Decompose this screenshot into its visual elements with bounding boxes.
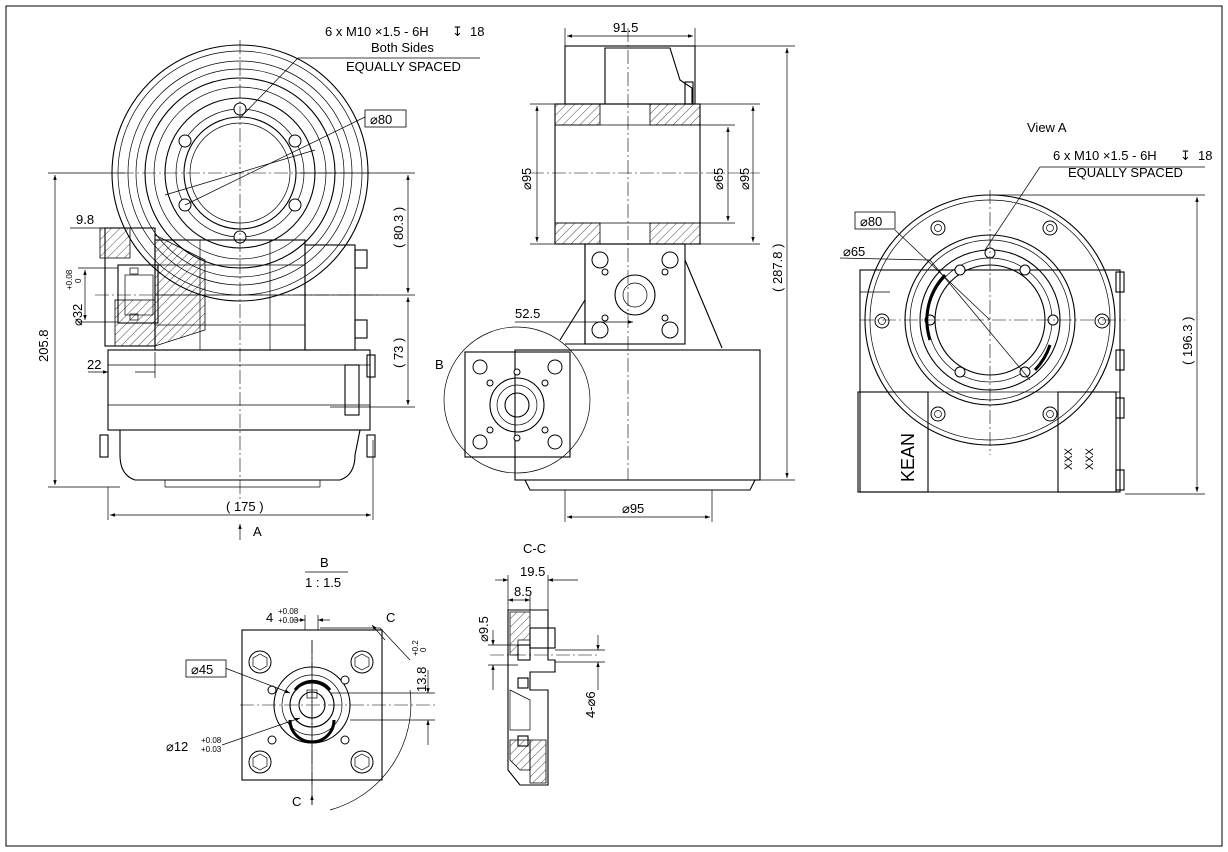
dim-4-tol-lower: +0.03 xyxy=(278,616,299,625)
dim-175-label: ( 175 ) xyxy=(226,499,264,514)
dim-8-5-label: 8.5 xyxy=(514,584,532,599)
dim-91-5-label: 91.5 xyxy=(613,20,638,35)
thread-callout-front-line2: Both Sides xyxy=(371,40,434,55)
part-mark-2: XXX xyxy=(1084,447,1096,470)
dim-287-8-label: ( 287.8 ) xyxy=(770,244,785,292)
view-a xyxy=(839,166,1205,495)
section-cc-title: C-C xyxy=(523,541,546,556)
dia-12-label: ⌀12 xyxy=(166,739,188,754)
view-a-title: View A xyxy=(1027,120,1067,135)
dim-13-8-label: 13.8 xyxy=(414,667,429,692)
dim-4-label: 4 xyxy=(266,610,273,625)
dia-95-right-label: ⌀95 xyxy=(737,168,752,190)
dia-45-label: ⌀45 xyxy=(191,662,213,677)
view-a-dia-80-label: ⌀80 xyxy=(860,214,882,229)
detail-b-marker: B xyxy=(435,357,444,372)
thread-callout-view-a-line1: 6 x M10 ×1.5 - 6H xyxy=(1053,148,1157,163)
part-mark-1: XXX xyxy=(1063,447,1075,470)
side-view-labels: 91.5 ⌀95 ⌀65 ⌀95 ( 287.8 ) 52.5 ⌀95 B xyxy=(435,20,785,516)
view-a-labels: View A 6 x M10 ×1.5 - 6H ↧ 18 EQUALLY SP… xyxy=(843,120,1212,482)
thread-callout-view-a-line2: EQUALLY SPACED xyxy=(1068,165,1183,180)
dim-9-8-label: 9.8 xyxy=(76,212,94,227)
front-view xyxy=(48,40,480,540)
dim-22-label: 22 xyxy=(87,357,101,372)
side-view xyxy=(443,28,795,522)
section-cc xyxy=(488,575,605,786)
view-a-dia-65-label: ⌀65 xyxy=(843,244,865,259)
detail-b-title: B xyxy=(320,555,329,570)
dim-4-tol-upper: +0.08 xyxy=(278,607,299,616)
sheet-border xyxy=(5,5,1223,847)
thread-callout-front-depth: 18 xyxy=(470,24,484,39)
section-mark-c-bottom: C xyxy=(292,794,301,809)
thread-callout-front-line1: 6 x M10 ×1.5 - 6H xyxy=(325,24,429,39)
dia-32-label: ⌀32 xyxy=(70,304,85,326)
dim-52-5-label: 52.5 xyxy=(515,306,540,321)
dia-65-label: ⌀65 xyxy=(711,168,726,190)
view-arrow-a-label: A xyxy=(253,524,262,539)
dim-196-3-label: ( 196.3 ) xyxy=(1180,317,1195,365)
dia-32-tol-lower: 0 xyxy=(74,278,83,283)
front-dia-80-label: ⌀80 xyxy=(370,112,392,127)
view-a-outer-bolts xyxy=(874,220,1110,422)
dia-32-tol-upper: +0.08 xyxy=(65,269,74,290)
dia-12-tol-upper: +0.08 xyxy=(201,736,222,745)
depth-symbol-view-a: ↧ xyxy=(1180,148,1191,163)
thread-callout-view-a-depth: 18 xyxy=(1198,148,1212,163)
front-view-labels: 6 x M10 ×1.5 - 6H ↧ 18 Both Sides EQUALL… xyxy=(36,24,484,539)
dia-95-bottom-label: ⌀95 xyxy=(622,501,644,516)
dia-95-left-label: ⌀95 xyxy=(519,168,534,190)
dim-19-5-label: 19.5 xyxy=(520,564,545,579)
section-cc-labels: C-C 19.5 8.5 ⌀9.5 4-⌀6 xyxy=(476,541,598,718)
detail-b-scale: 1 : 1.5 xyxy=(305,575,341,590)
view-a-inner-bolts xyxy=(924,247,1059,378)
section-mark-c-top: C xyxy=(386,610,395,625)
holes-4-dia-6-label: 4-⌀6 xyxy=(583,691,598,718)
kean-brand-mark: KEAN xyxy=(898,433,918,482)
detail-b xyxy=(221,571,435,811)
dim-13-8-tol-upper: +0.2 xyxy=(411,640,420,656)
dia-9-5-label: ⌀9.5 xyxy=(476,616,491,642)
dim-13-8-tol-lower: 0 xyxy=(419,647,428,652)
dim-73-label: ( 73 ) xyxy=(391,338,406,368)
dim-80-3-label: ( 80.3 ) xyxy=(391,207,406,248)
detail-b-labels: B 1 : 1.5 4 +0.08 +0.03 C C ⌀45 13.8 +0.… xyxy=(166,555,429,809)
thread-callout-front-line3: EQUALLY SPACED xyxy=(346,59,461,74)
depth-symbol-front: ↧ xyxy=(452,24,463,39)
dia-12-tol-lower: +0.03 xyxy=(201,745,222,754)
dim-205-8-label: 205.8 xyxy=(36,329,51,362)
